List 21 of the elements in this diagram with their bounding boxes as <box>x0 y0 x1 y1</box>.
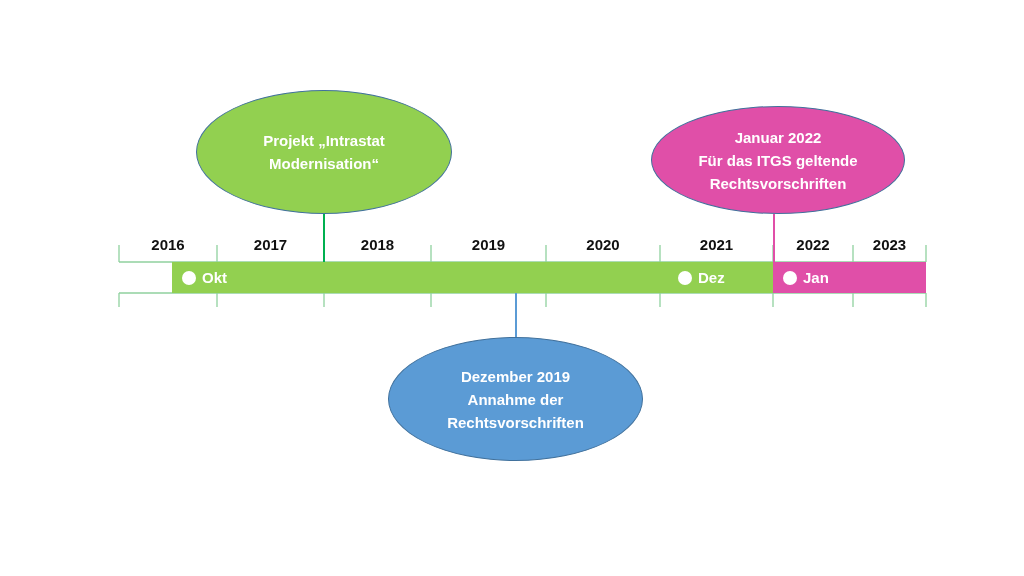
event-text: Januar 2022 <box>734 127 822 148</box>
year-label: 2018 <box>360 236 395 253</box>
month-label: Dez <box>698 269 725 286</box>
year-label: 2023 <box>872 236 907 253</box>
timeline-bar <box>773 262 926 293</box>
year-label: 2019 <box>471 236 506 253</box>
connector-line <box>515 292 517 338</box>
year-label: 2017 <box>253 236 288 253</box>
event-text: Annahme der Rechtsvorschriften <box>446 389 585 433</box>
month-label: Okt <box>202 269 227 286</box>
year-label: 2016 <box>151 236 185 253</box>
timeline-bar <box>172 262 773 293</box>
event-text: Dezember 2019 <box>460 366 571 387</box>
connector-line <box>323 213 325 263</box>
event-text: Projekt „Intrastat Modernisation“ <box>262 131 386 174</box>
year-label: 2022 <box>796 236 830 253</box>
year-label: 2021 <box>699 236 734 253</box>
connector-line <box>773 213 775 263</box>
year-label: 2020 <box>586 236 620 253</box>
event-text: Für das ITGS geltende Rechtsvorschriften <box>697 150 859 194</box>
month-label: Jan <box>803 269 829 286</box>
